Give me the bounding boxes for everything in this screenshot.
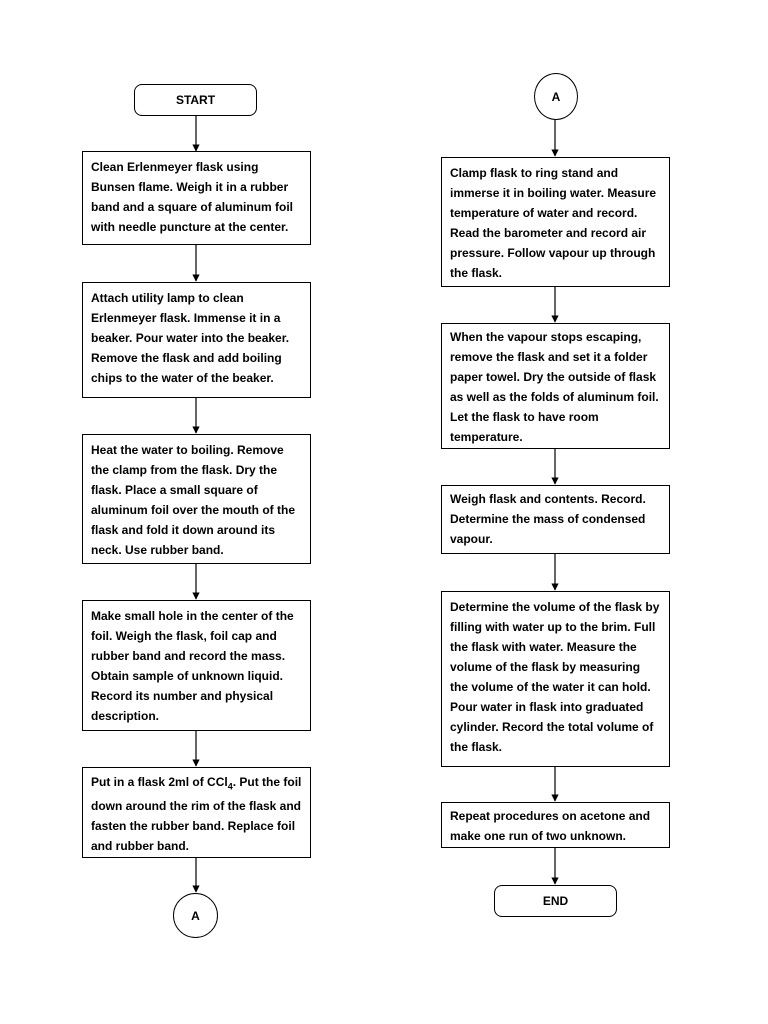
left-step-1: Clean Erlenmeyer flask using Bunsen flam… [82,151,311,245]
left-step-5: Put in a flask 2ml of CCl4. Put the foil… [82,767,311,858]
left-step-2-text: Attach utility lamp to clean Erlenmeyer … [91,291,290,385]
connector-a-bottom-label: A [191,908,200,923]
right-step-1-text: Clamp flask to ring stand and immerse it… [450,166,657,280]
left-step-5-subscript: 4 [227,781,233,792]
left-step-3-text: Heat the water to boiling. Remove the cl… [91,443,295,557]
left-step-5-text-pre: Put in a flask 2ml of CCl [91,775,228,789]
right-step-4-text: Determine the volume of the flask by fil… [450,600,660,754]
right-step-4: Determine the volume of the flask by fil… [441,591,670,767]
end-label: END [542,894,569,908]
connector-a-top-label: A [551,89,561,104]
start-terminal: START [134,84,257,116]
left-step-2: Attach utility lamp to clean Erlenmeyer … [82,282,311,398]
right-step-3-text: Weigh flask and contents. Record. Determ… [450,492,646,546]
left-step-1-text: Clean Erlenmeyer flask using Bunsen flam… [91,160,294,234]
start-label: START [175,93,216,107]
right-step-2-text: When the vapour stops escaping, remove t… [450,330,659,444]
connector-a-bottom: A [173,893,218,938]
left-step-5-text-post: . Put the foil down around the rim of th… [91,775,302,854]
left-step-3: Heat the water to boiling. Remove the cl… [82,434,311,564]
right-step-5-text: Repeat procedures on acetone and make on… [450,809,651,843]
left-step-4-text: Make small hole in the center of the foi… [91,609,294,723]
right-step-5: Repeat procedures on acetone and make on… [441,802,670,848]
left-step-4: Make small hole in the center of the foi… [82,600,311,731]
right-step-3: Weigh flask and contents. Record. Determ… [441,485,670,554]
connector-a-top: A [534,73,578,120]
end-terminal: END [494,885,617,917]
right-step-1: Clamp flask to ring stand and immerse it… [441,157,670,287]
right-step-2: When the vapour stops escaping, remove t… [441,323,670,449]
